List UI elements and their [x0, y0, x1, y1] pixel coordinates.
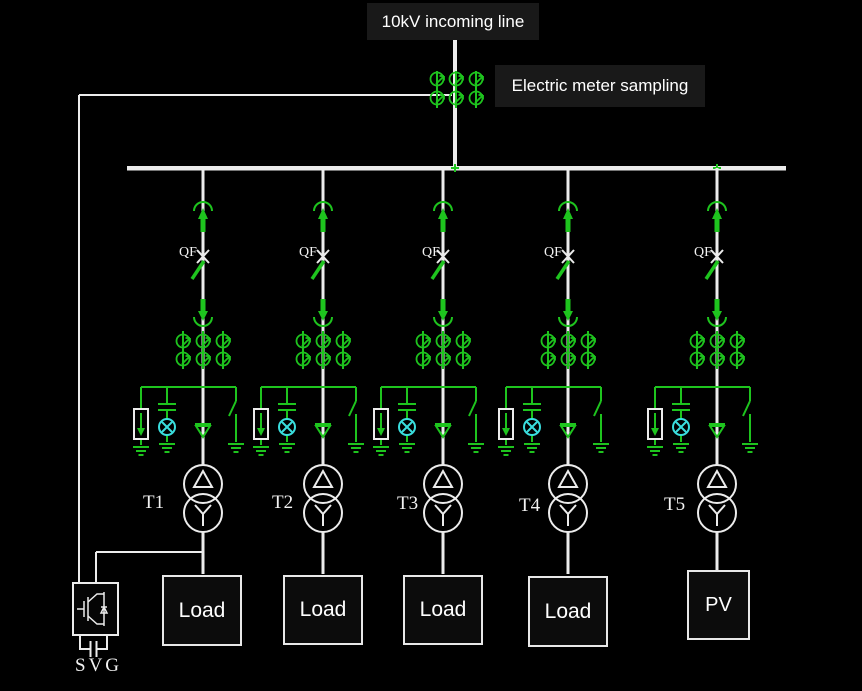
load-box-2: Load — [283, 575, 363, 645]
incoming-line-label: 10kV incoming line — [367, 3, 539, 40]
junction-tick-incoming — [451, 164, 459, 172]
breaker-label-1: QF — [179, 245, 197, 260]
metering-ct-block-icon — [429, 71, 484, 108]
feeder-4-graphic — [498, 168, 609, 574]
meter-sampling-line — [78, 94, 452, 583]
load-box-4: Load — [528, 576, 608, 647]
svg-compensator-label: SVG — [75, 655, 123, 676]
meter-sampling-label: Electric meter sampling — [495, 65, 705, 107]
breaker-label-3: QF — [422, 245, 440, 260]
load-box-3: Load — [403, 575, 483, 645]
breaker-label-5: QF — [694, 245, 712, 260]
load-box-1: Load — [162, 575, 242, 646]
dc-capacitor-icon — [79, 635, 108, 657]
breaker-label-4: QF — [544, 245, 562, 260]
transformer-label-2: T2 — [272, 492, 294, 513]
transformer-label-1: T1 — [143, 492, 165, 513]
transformer-label-5: T5 — [664, 494, 686, 515]
pv-box: PV — [687, 570, 750, 640]
transformer-label-3: T3 — [397, 493, 419, 514]
svg-compensator-symbol — [72, 551, 203, 657]
feeder-3-graphic — [373, 168, 484, 574]
igbt-icon — [77, 592, 109, 626]
transformer-label-4: T4 — [519, 495, 541, 516]
feeder-2-graphic — [253, 168, 364, 574]
breaker-label-2: QF — [299, 245, 317, 260]
